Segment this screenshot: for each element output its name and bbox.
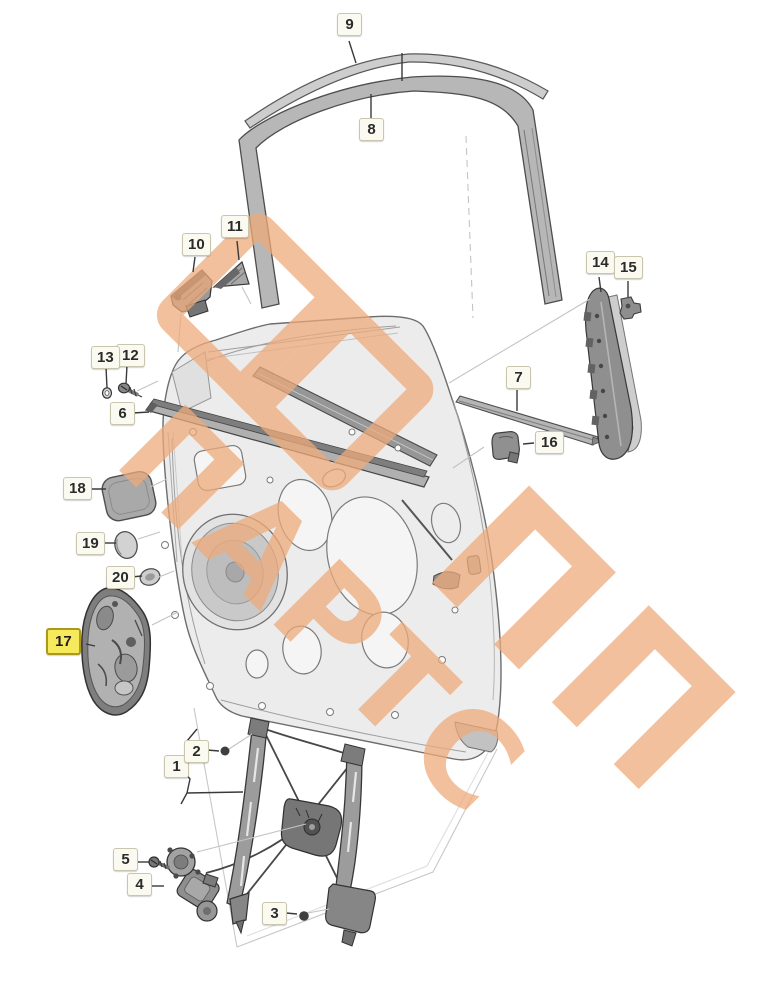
part-17-mirror-bracket (81, 587, 152, 716)
part-label-5[interactable]: 5 (113, 848, 138, 871)
part-label-1[interactable]: 1 (164, 755, 189, 778)
part-19-plug (114, 531, 138, 559)
part-14-pillar-trim (583, 287, 642, 460)
part-20-plug (139, 568, 161, 586)
part-label-10[interactable]: 10 (182, 233, 211, 256)
leader-screw-dots (220, 746, 309, 921)
part-label-14[interactable]: 14 (586, 251, 615, 274)
part-label-15[interactable]: 15 (614, 256, 643, 279)
part-4-window-motor (166, 847, 220, 922)
part-label-4[interactable]: 4 (127, 873, 152, 896)
part-1-window-regulator (205, 717, 376, 947)
part-label-17-highlighted[interactable]: 17 (46, 628, 81, 655)
part-label-8[interactable]: 8 (359, 118, 384, 141)
part-label-18[interactable]: 18 (63, 477, 92, 500)
part-15-clip (619, 296, 642, 320)
part-18-sound-pad (101, 471, 157, 522)
part-label-13[interactable]: 13 (91, 346, 120, 369)
part-16-clip (491, 431, 520, 464)
part-label-19[interactable]: 19 (76, 532, 105, 555)
part-label-7[interactable]: 7 (506, 366, 531, 389)
part-label-12[interactable]: 12 (116, 344, 145, 367)
part-8-window-frame-molding (238, 75, 563, 309)
part-label-3[interactable]: 3 (262, 902, 287, 925)
part-label-16[interactable]: 16 (535, 431, 564, 454)
part-13-nut (101, 387, 113, 399)
part-12-screw (117, 382, 143, 398)
part-9-outer-frame-strip (244, 53, 549, 129)
part-5-screw (148, 856, 170, 870)
part-label-11[interactable]: 11 (221, 215, 249, 238)
part-7-outer-belt-strip (455, 395, 605, 446)
speaker-opening (182, 513, 288, 631)
part-label-2[interactable]: 2 (184, 740, 209, 763)
part-label-9[interactable]: 9 (337, 13, 362, 36)
part-label-20[interactable]: 20 (106, 566, 135, 589)
part-label-6[interactable]: 6 (110, 402, 135, 425)
part-11-corner-wedge (212, 260, 250, 289)
